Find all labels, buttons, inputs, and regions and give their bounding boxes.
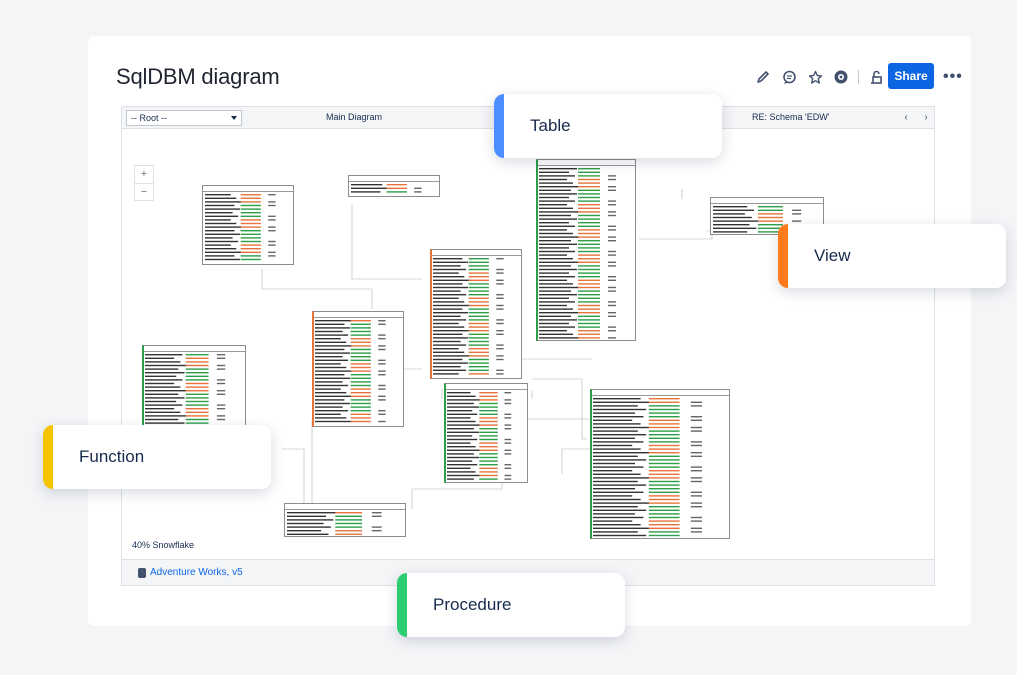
- diagram-table[interactable]: [444, 383, 528, 483]
- function-chip-label: Function: [79, 447, 145, 466]
- procedure-chip: Procedure: [397, 573, 625, 637]
- schema-label: RE: Schema 'EDW': [752, 112, 830, 122]
- page-title: SqlDBM diagram: [116, 64, 280, 89]
- diagram-table[interactable]: [348, 175, 440, 197]
- zoom-controls: + −: [134, 165, 154, 201]
- diagram-name: Main Diagram: [326, 112, 383, 122]
- diagram-viewer: -- Root -- Main Diagram RE: Schema 'EDW'…: [121, 106, 935, 586]
- comment-icon[interactable]: [780, 68, 798, 86]
- zoom-in-button[interactable]: +: [135, 166, 153, 184]
- next-icon[interactable]: ›: [924, 112, 928, 123]
- diagram-table[interactable]: [284, 503, 406, 537]
- root-select[interactable]: -- Root --: [126, 110, 242, 126]
- diagram-table[interactable]: [430, 249, 522, 379]
- previous-icon[interactable]: ‹: [904, 112, 908, 123]
- database-icon: [138, 567, 146, 578]
- star-icon[interactable]: [806, 68, 824, 86]
- diagram-canvas[interactable]: + −: [122, 129, 934, 559]
- diagram-table[interactable]: [142, 345, 246, 427]
- watch-icon[interactable]: [832, 68, 850, 86]
- table-chip: Table: [494, 94, 722, 158]
- diagram-table[interactable]: [202, 185, 294, 265]
- root-select-value: -- Root --: [131, 113, 167, 123]
- table-chip-accent: [494, 94, 504, 158]
- share-button[interactable]: Share: [888, 63, 934, 89]
- restrict-icon[interactable]: [867, 68, 885, 86]
- function-chip-accent: [43, 425, 53, 489]
- more-icon[interactable]: •••: [943, 68, 963, 85]
- function-chip: Function: [43, 425, 271, 489]
- procedure-chip-label: Procedure: [433, 595, 512, 614]
- zoom-level: 40% Snowflake: [132, 540, 195, 550]
- toolbar-separator: [858, 70, 859, 84]
- edit-icon[interactable]: [754, 68, 772, 86]
- project-link-label: Adventure Works, v5: [150, 567, 243, 578]
- view-chip: View: [778, 224, 1006, 288]
- page-toolbar: [754, 64, 885, 90]
- diagram-table[interactable]: [536, 159, 636, 341]
- diagram-table[interactable]: [312, 311, 404, 427]
- view-chip-accent: [778, 224, 788, 288]
- diagram-table[interactable]: [590, 389, 730, 539]
- procedure-chip-accent: [397, 573, 407, 637]
- chevron-down-icon: [231, 116, 237, 120]
- project-link[interactable]: Adventure Works, v5: [138, 567, 243, 578]
- zoom-out-button[interactable]: −: [140, 186, 148, 198]
- view-chip-label: View: [814, 246, 851, 265]
- table-chip-label: Table: [530, 116, 571, 135]
